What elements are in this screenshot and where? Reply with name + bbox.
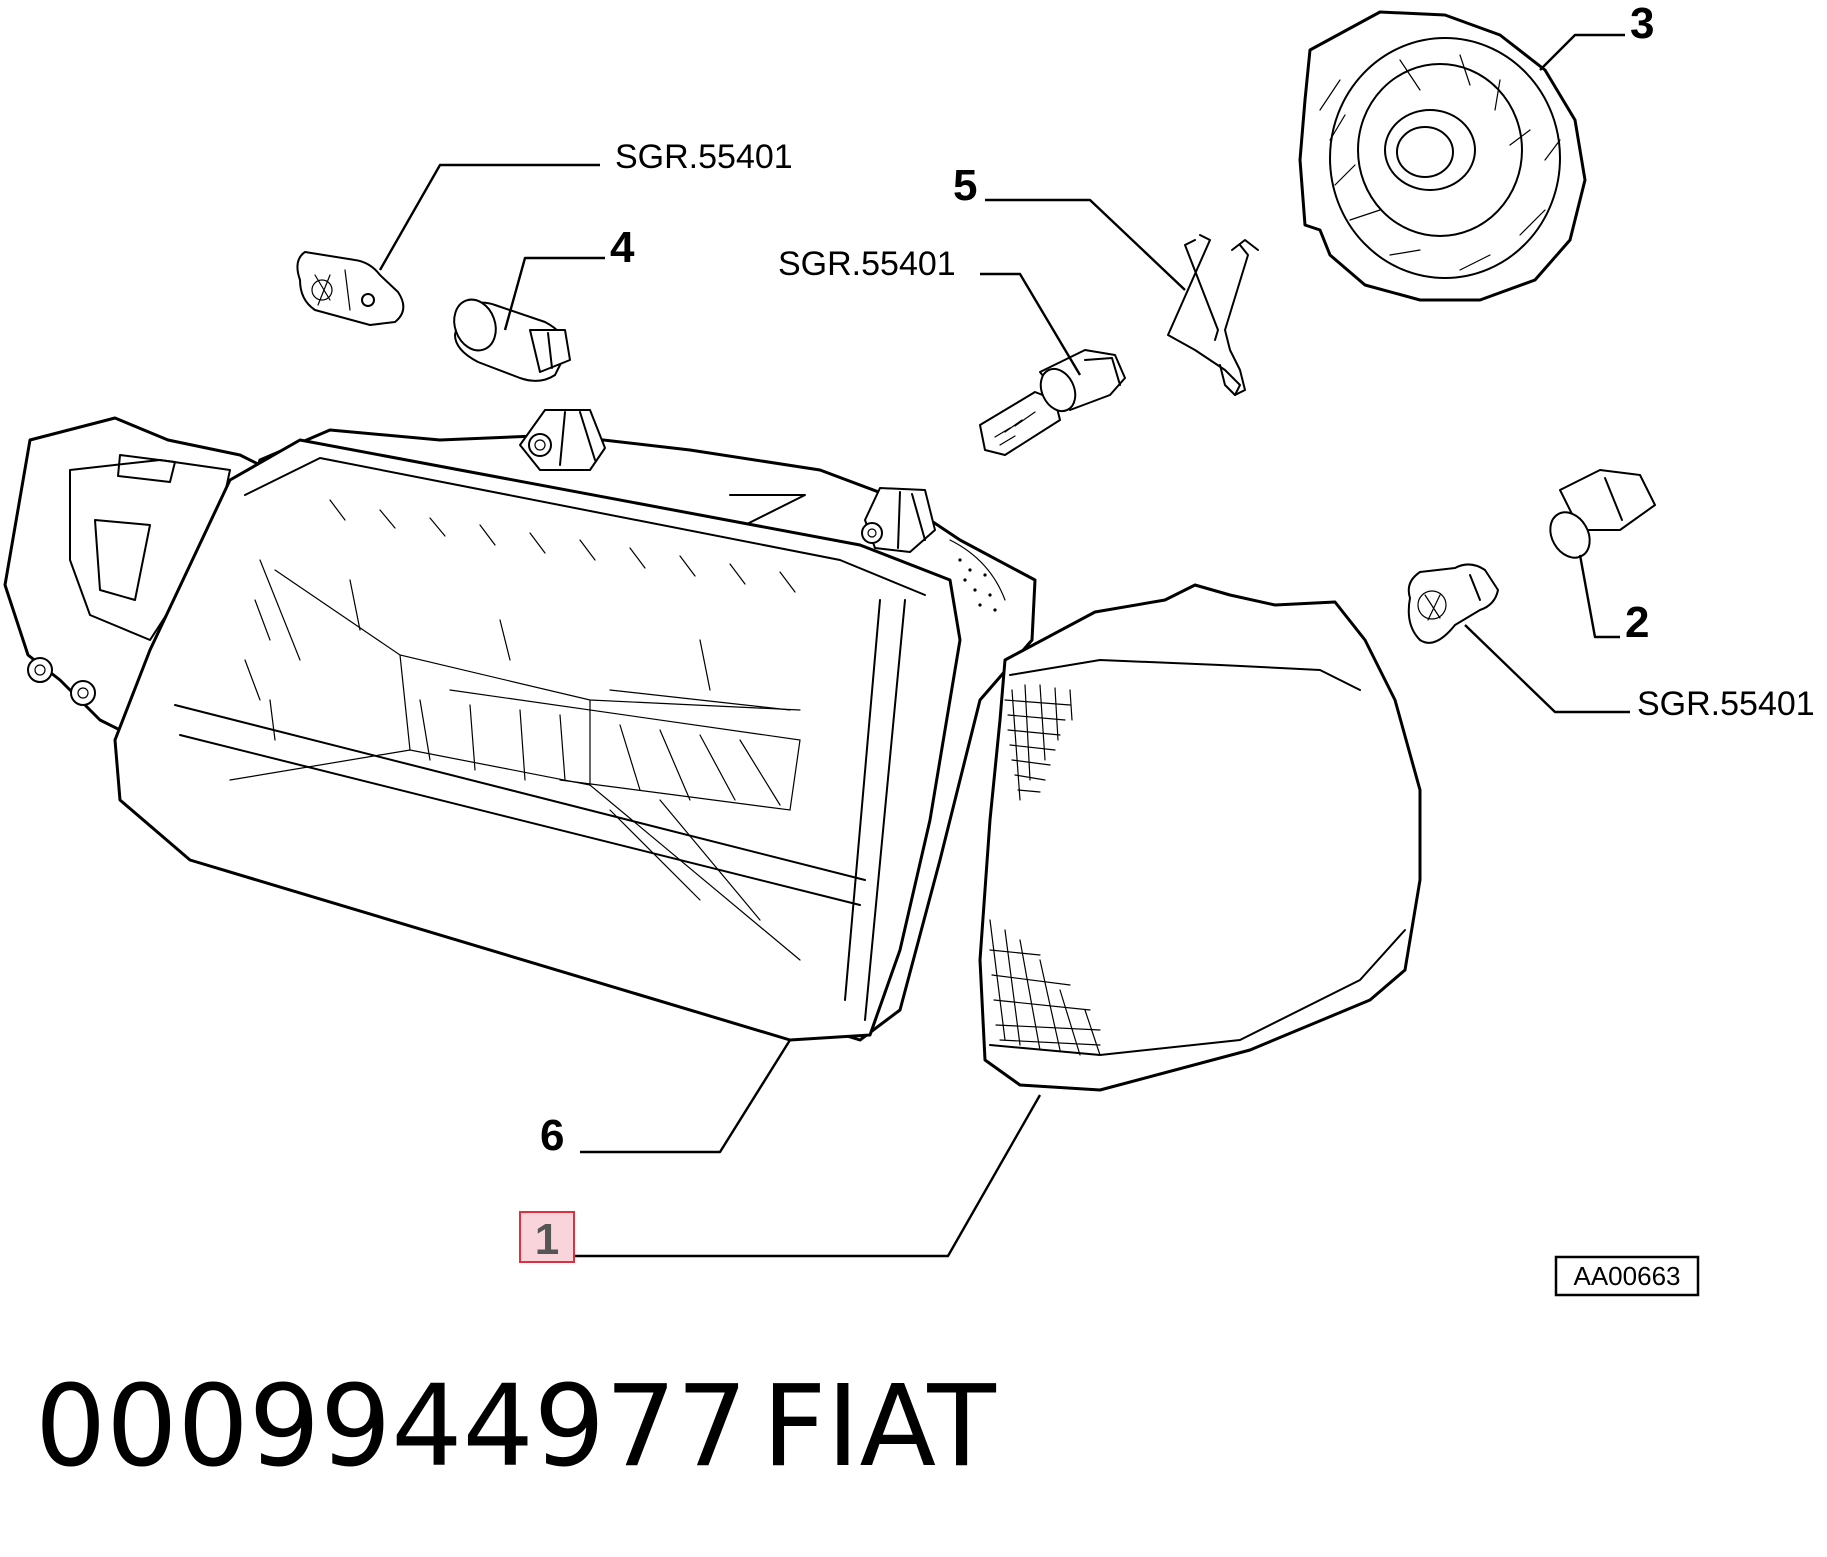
leader-4 [503, 256, 605, 331]
label-sgr-middle: SGR.55401 [778, 245, 956, 283]
leader-lines [378, 33, 1630, 1258]
bulb-holder-2 [1549, 469, 1656, 559]
callout-3: 3 [1630, 0, 1654, 48]
leader-6 [580, 1039, 792, 1154]
housing-texture [958, 558, 997, 612]
callout-5: 5 [953, 161, 977, 210]
label-sgr-top: SGR.55401 [615, 138, 793, 176]
headlamp-assembly [3, 409, 1037, 1042]
leader-2 [1578, 554, 1620, 639]
bulb-sgr-middle [979, 349, 1126, 456]
lens-facet-lines [229, 499, 801, 961]
label-sgr-right: SGR.55401 [1637, 685, 1815, 723]
headlamp-adjuster-right [861, 487, 936, 553]
leader-sgr-right [1464, 624, 1630, 714]
leader-5 [985, 198, 1186, 291]
footer-part-number: 0009944977 [35, 1362, 748, 1492]
callout-4: 4 [610, 223, 635, 272]
bulb-sgr-right [1407, 563, 1499, 644]
footer-brand: FIAT [762, 1362, 996, 1492]
callout-1: 1 [535, 1215, 559, 1264]
rear-cap-3 [1298, 10, 1587, 302]
leader-1 [575, 1094, 1042, 1258]
indicator-grid-pattern [989, 684, 1101, 1056]
callout-2: 2 [1625, 598, 1649, 647]
headlamp-adjuster-left [519, 409, 606, 471]
leader-sgr-middle [980, 272, 1082, 376]
highlight-box [519, 1211, 575, 1263]
leader-sgr-top [378, 163, 600, 271]
leader-3 [1539, 33, 1625, 71]
drawing-code-box: AA00663 [1554, 1255, 1700, 1297]
side-indicator-lens [978, 583, 1422, 1092]
bulb-holder-4 [453, 298, 571, 382]
callout-6: 6 [540, 1111, 564, 1160]
spring-clip-5 [1167, 234, 1259, 396]
callout-1-highlight[interactable]: 1 [519, 1211, 575, 1264]
drawing-code: AA00663 [1574, 1261, 1681, 1291]
bulb-sgr-top [296, 251, 405, 326]
headlamp-lens [113, 438, 962, 1042]
